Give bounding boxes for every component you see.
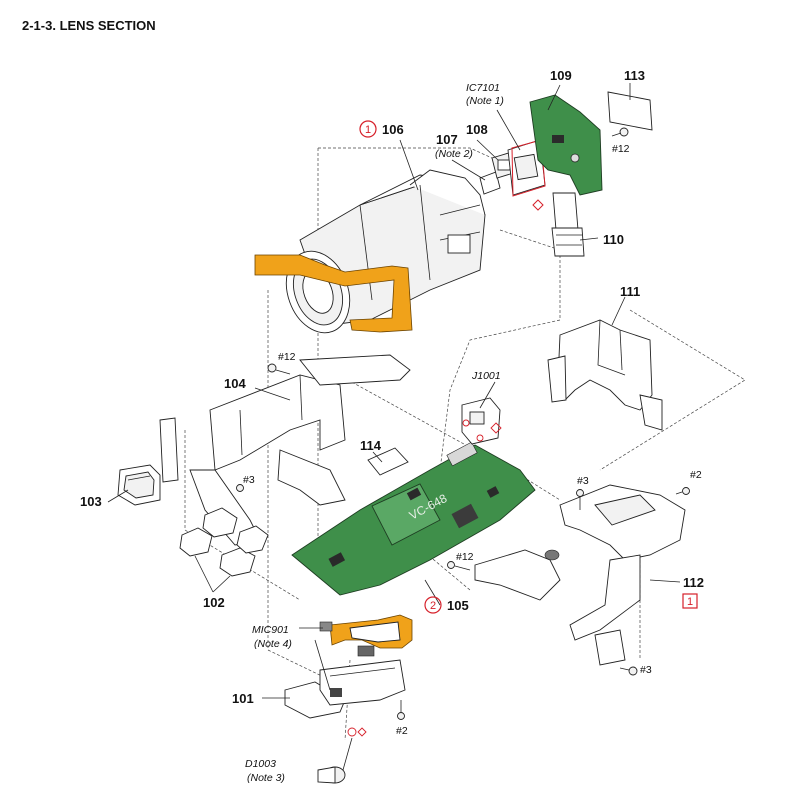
pcb-109	[529, 94, 603, 196]
flat-cable-110	[551, 192, 585, 257]
main-board-105: VC-648	[291, 441, 536, 596]
marker-circle-2: 2	[424, 596, 442, 614]
section-title: 2-1-3. LENS SECTION	[22, 18, 156, 33]
ref-ic7101-note: (Note 1)	[466, 95, 504, 107]
part-label-106: 106	[382, 122, 404, 137]
lens-flex-cable	[254, 254, 413, 333]
bracket-111	[547, 319, 663, 431]
ref-d1003: D1003	[245, 758, 276, 770]
part-label-110: 110	[603, 232, 624, 247]
screw-label-12-c: #12	[456, 551, 474, 563]
svg-text:2: 2	[430, 600, 436, 612]
bracket-101	[284, 614, 413, 737]
marker-circle-1: 1	[359, 120, 377, 138]
part-label-113: 113	[624, 68, 645, 83]
part-label-102: 102	[203, 595, 225, 610]
ref-d1003-note: (Note 3)	[247, 772, 285, 784]
part-labels: 106 107 108 109 113 110 111 104 114 103 …	[80, 68, 704, 706]
sheet-113	[607, 91, 653, 131]
screw-label-3-b: #3	[577, 475, 589, 487]
svg-text:1: 1	[365, 124, 371, 136]
screw-label-2-a: #2	[690, 469, 702, 481]
part-label-112: 112	[683, 575, 704, 590]
filter-107	[479, 171, 501, 195]
screw-label-12-a: #12	[612, 143, 630, 155]
svg-text:1: 1	[687, 596, 693, 608]
ref-ic7101: IC7101	[466, 82, 500, 94]
part-label-103: 103	[80, 494, 102, 509]
ring-103	[117, 464, 161, 506]
screw-label-3-c: #3	[640, 664, 652, 676]
part-label-114: 114	[360, 438, 382, 453]
leader-lines	[107, 83, 681, 699]
screw-labels: #12 #12 #3 #3 #2 #12 #3 #2	[243, 143, 702, 737]
marker-box-1: 1	[682, 593, 698, 609]
screw-label-12-b: #12	[278, 351, 296, 363]
bracket-104	[159, 354, 411, 546]
sheet-114	[367, 447, 409, 476]
screws	[236, 127, 690, 720]
part-label-101: 101	[232, 691, 254, 706]
part-label-104: 104	[224, 376, 246, 391]
lens-block-106	[285, 169, 486, 334]
part-label-105: 105	[447, 598, 469, 613]
screw-label-3-a: #3	[243, 474, 255, 486]
reference-labels: IC7101 (Note 1) (Note 2) J1001 MIC901 (N…	[245, 82, 504, 784]
bracket-112	[474, 484, 686, 666]
pads-102	[179, 507, 269, 577]
j1001-connector	[461, 397, 502, 445]
ref-mic901: MIC901	[252, 624, 289, 636]
part-label-109: 109	[550, 68, 572, 83]
part-label-111: 111	[620, 284, 640, 299]
part-label-108: 108	[466, 122, 488, 137]
part-label-107: 107	[436, 132, 458, 147]
ref-j1001: J1001	[471, 370, 501, 382]
ref-mic901-note: (Note 4)	[254, 638, 292, 650]
ref-note2: (Note 2)	[435, 148, 473, 160]
d1003-led	[317, 737, 353, 784]
screw-label-2-b: #2	[396, 725, 408, 737]
ic7101-sensor	[507, 139, 546, 211]
